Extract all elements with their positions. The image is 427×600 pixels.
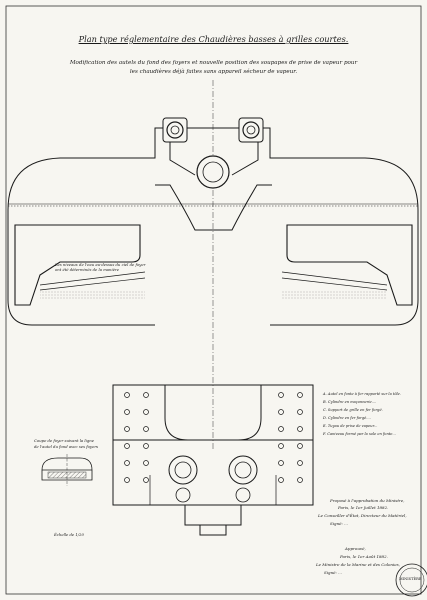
plan-furnace-circles bbox=[168, 455, 258, 503]
stamp-text: MINISTÈRE bbox=[399, 577, 422, 581]
approval-proposed-line-1: Proposé à l'approbation du Ministre, bbox=[330, 498, 405, 503]
scale-label: Échelle de 1/20 bbox=[54, 532, 84, 537]
approval-approved-line-3: Le Ministre de la Marine et des Colonies… bbox=[316, 562, 400, 567]
steam-valve-left bbox=[162, 117, 188, 143]
approval-approved-line-4: Signé: ... bbox=[324, 570, 342, 575]
annotation-water-level-2: ont été déterminés de la manière bbox=[55, 267, 120, 272]
drawing-subtitle-line-2: les chaudières déjà faites sans appareil… bbox=[129, 69, 298, 75]
approval-approved-line-2: Paris, le 1er Août 1882. bbox=[340, 554, 388, 559]
annotation-water-level-1: Les niveaux de l'eau au-dessus du ciel d… bbox=[55, 262, 146, 267]
approval-proposed-line-2: Paris, le 1er Juillet 1882. bbox=[338, 505, 389, 510]
legend-item-c: C. Support de grille en fer forgé. bbox=[323, 408, 383, 412]
approval-proposed-line-3: Le Conseiller d'État, Directeur du Matér… bbox=[318, 513, 407, 518]
legend-item-f: F. Caniveau formé par la sole en fonte..… bbox=[323, 432, 396, 436]
drawing-subtitle-line-1: Modification des autels du fond des foye… bbox=[69, 60, 358, 66]
ministry-stamp bbox=[395, 563, 427, 597]
sheet-border bbox=[5, 5, 422, 595]
central-dome bbox=[196, 155, 230, 189]
inset-note-line-2: de l'autel du fond avec ses foyers bbox=[34, 444, 99, 449]
steam-valve-right bbox=[238, 117, 264, 143]
legend-item-e: E. Tuyau de prise de vapeur... bbox=[323, 424, 378, 428]
legend-item-a: A. Autel en fonte à fer rapporté sur la … bbox=[323, 392, 401, 396]
drawing-title: Plan type réglementaire des Chaudières b… bbox=[78, 34, 349, 44]
inset-note-line-1: Coupe de foyer suivant la ligne bbox=[34, 438, 94, 443]
approval-approved-line-1: Approuvé, bbox=[345, 546, 366, 551]
legend-item-d: D. Cylindre en fer forgé.... bbox=[323, 416, 371, 420]
stay-holes bbox=[124, 392, 303, 483]
inset-firebox-section bbox=[41, 454, 93, 486]
approval-proposed-line-4: Signé: ... bbox=[330, 521, 348, 526]
boiler-plan-lower bbox=[112, 384, 314, 536]
ash-pits bbox=[40, 290, 387, 300]
legend-item-b: B. Cylindre en maçonnerie.... bbox=[323, 400, 377, 404]
